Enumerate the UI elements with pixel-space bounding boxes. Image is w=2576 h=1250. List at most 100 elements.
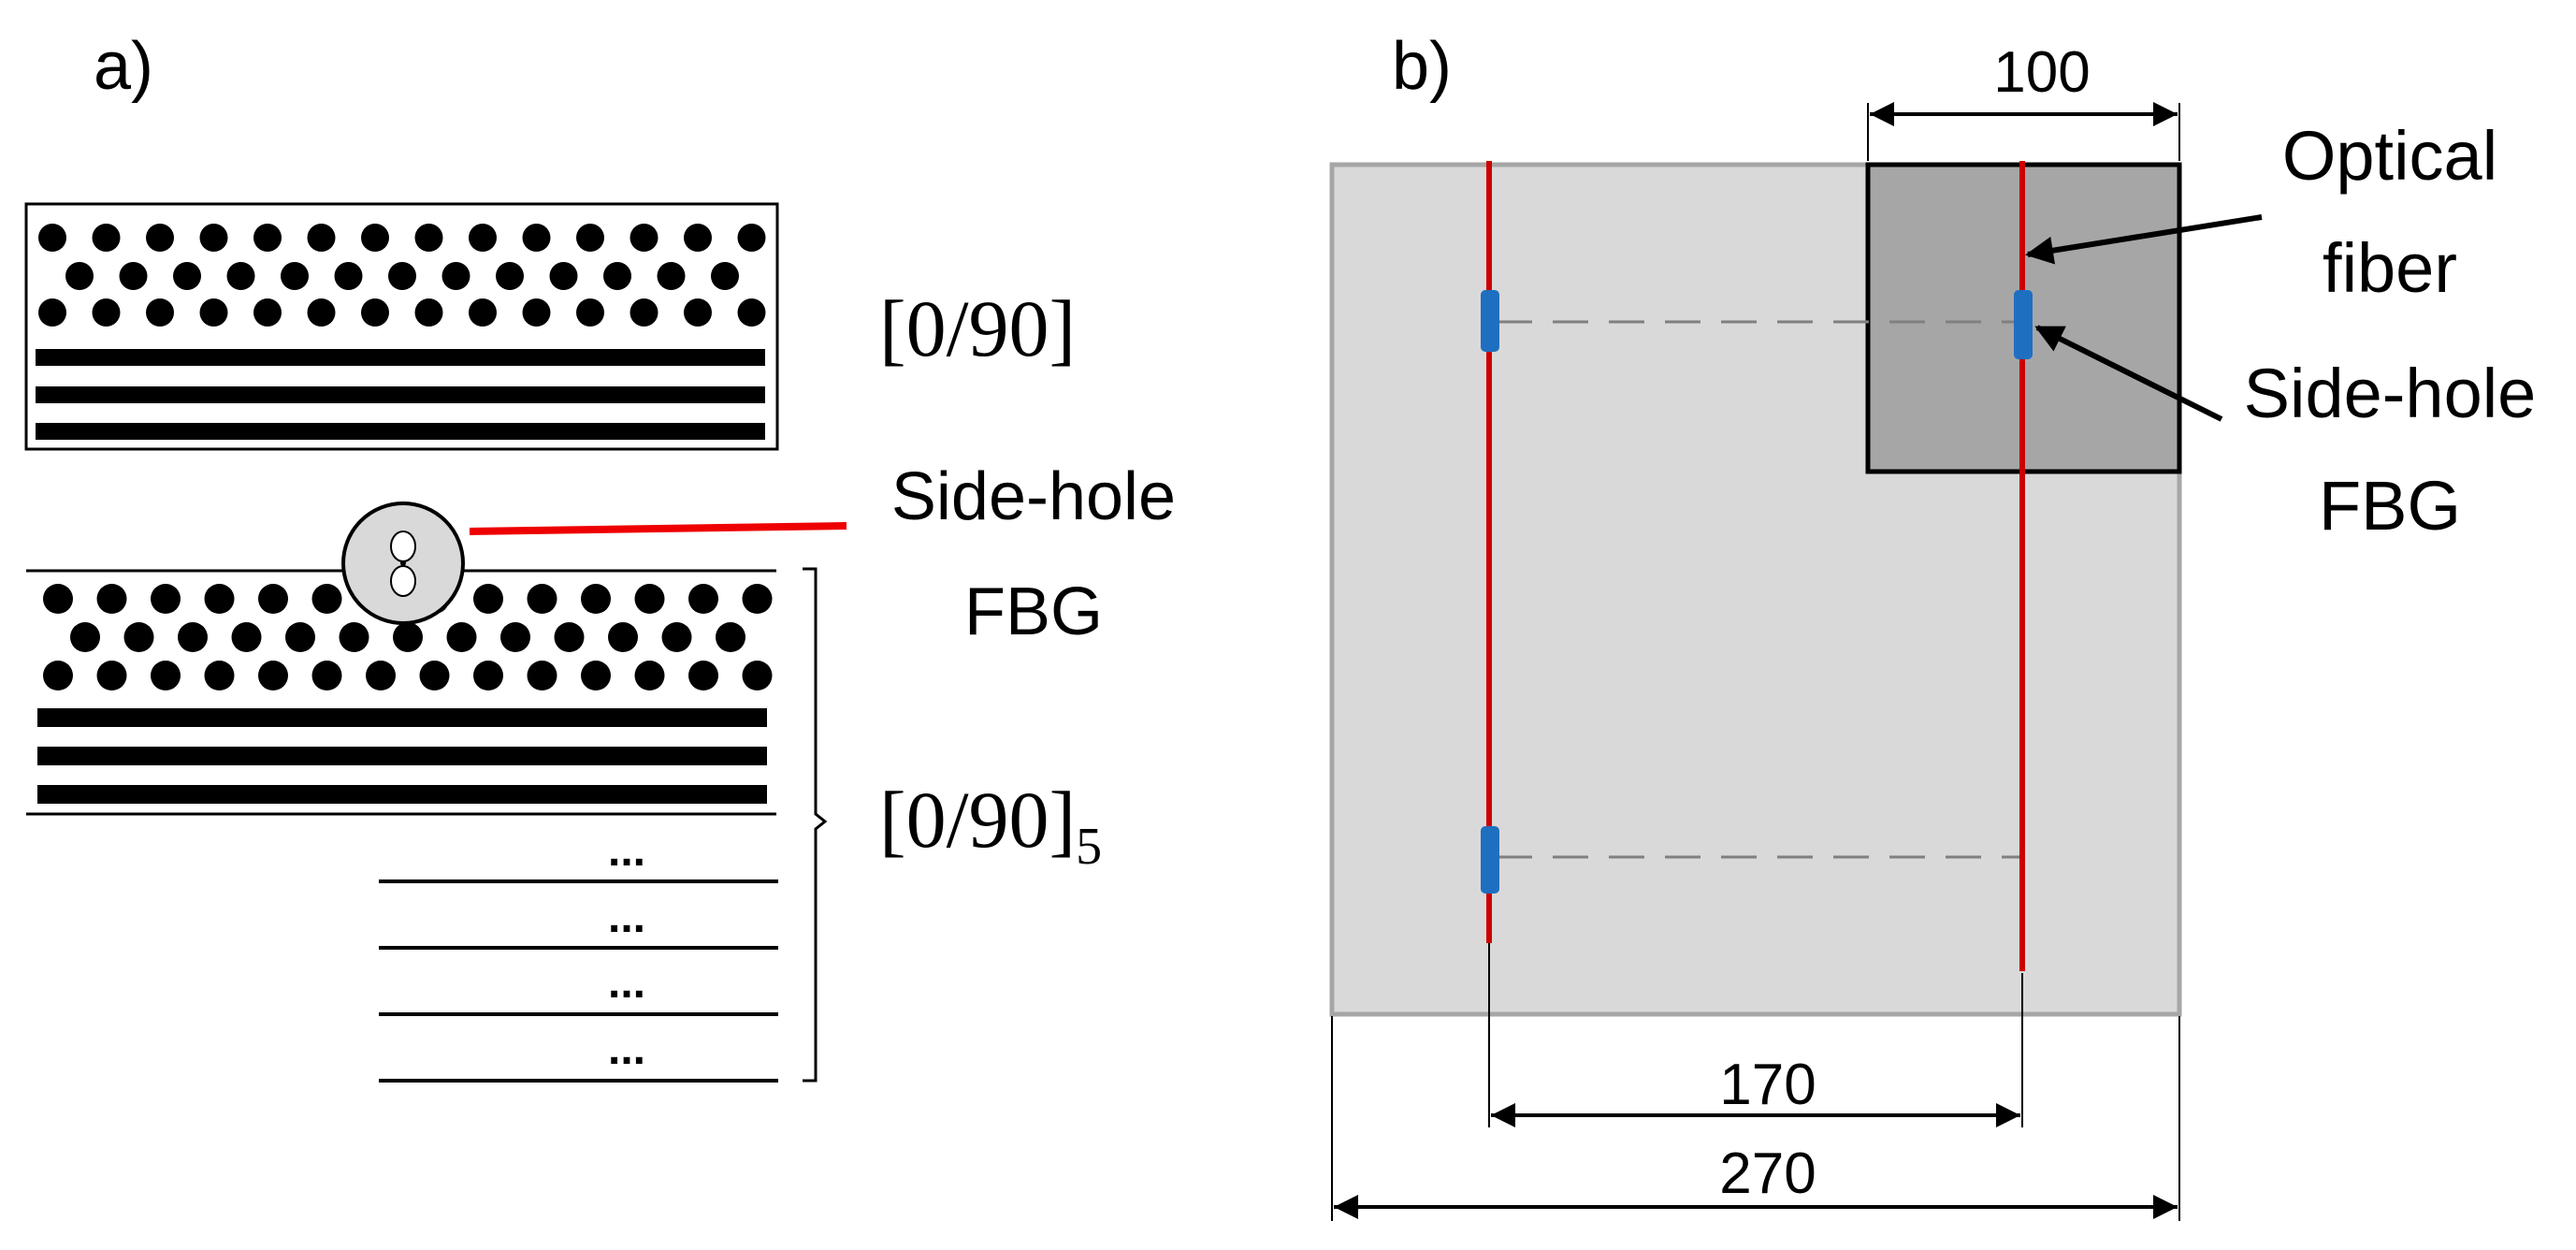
fiber-dot <box>419 661 450 690</box>
fiber-dot <box>688 584 718 614</box>
fbg-sensor-left-upper <box>1481 290 1499 352</box>
fiber-dot <box>742 584 773 614</box>
top-laminate-fibers-0deg <box>38 224 766 327</box>
dim-100-label: 100 <box>1993 40 2090 105</box>
fiber-dot <box>178 622 208 652</box>
fiber-dot <box>307 224 336 252</box>
fiber-dot <box>527 584 557 614</box>
top-laminate-fiber-90deg <box>36 423 765 440</box>
repeated-plies: ... ... ... ... <box>379 826 778 1083</box>
fiber-dot <box>311 661 342 690</box>
fiber-dot <box>334 262 363 290</box>
fiber-dot <box>151 661 181 690</box>
fiber-dot <box>204 661 235 690</box>
fiber-dot <box>446 622 477 652</box>
fiber-dot <box>258 661 288 690</box>
ply-ellipsis: ... <box>608 958 645 1008</box>
fiber-dot <box>38 298 66 327</box>
fiber-dot <box>199 298 228 327</box>
fiber-dot <box>96 584 127 614</box>
panel-a: a) [0/90] ... ... ... ... [0/90]5 <box>24 29 1176 1083</box>
optical-fiber-label-line2: fiber <box>2323 229 2457 307</box>
fiber-dot <box>281 262 309 290</box>
fiber-dot <box>473 584 503 614</box>
fbg-label-line2: FBG <box>964 574 1103 649</box>
fbg-callout-line1: Side-hole <box>2244 355 2537 432</box>
fiber-dot <box>500 622 530 652</box>
fiber-dot <box>711 262 739 290</box>
fiber-dot <box>307 298 336 327</box>
ply-ellipsis: ... <box>608 826 645 876</box>
fiber-dot <box>522 224 551 252</box>
fiber-dot <box>414 298 443 327</box>
fiber-dot <box>146 224 174 252</box>
fiber-dot <box>549 262 578 290</box>
fiber-dot <box>657 262 686 290</box>
fiber-dot <box>388 262 416 290</box>
fiber-dot <box>684 298 712 327</box>
top-laminate-frame <box>24 202 779 451</box>
bottom-laminate-fiber-90deg <box>37 747 767 765</box>
fiber-dot <box>253 224 282 252</box>
fiber-dot <box>393 622 423 652</box>
fiber-dot <box>146 298 174 327</box>
fiber-dot <box>366 661 396 690</box>
fiber-dot <box>716 622 745 652</box>
fiber-dot <box>361 224 389 252</box>
dim-170-label: 170 <box>1719 1053 1816 1117</box>
fiber-dot <box>119 262 148 290</box>
fiber-dot <box>742 661 773 690</box>
fiber-dot <box>173 262 201 290</box>
fiber-dot <box>151 584 181 614</box>
fiber-dot <box>339 622 369 652</box>
fiber-dot <box>92 298 121 327</box>
fiber-dot <box>496 262 524 290</box>
side-hole-fbg-cross-section <box>341 501 465 625</box>
fiber-dot <box>361 298 389 327</box>
fiber-dot <box>469 298 497 327</box>
fiber-dot <box>70 622 100 652</box>
panel-b: b) 100 170 270 Optical fiber Sid <box>1329 29 2537 1221</box>
fiber-dot <box>684 224 712 252</box>
fiber-dot <box>473 661 503 690</box>
fiber-dot <box>253 298 282 327</box>
fiber-dot <box>92 224 121 252</box>
fiber-dot <box>630 224 658 252</box>
fiber-dot <box>65 262 94 290</box>
fbg-callout-arrow <box>2034 325 2223 422</box>
fbg-callout-line2: FBG <box>2319 467 2461 545</box>
bottom-laminate-label: [0/90]5 <box>879 775 1102 876</box>
fiber-dot <box>43 661 73 690</box>
fiber-dot <box>630 298 658 327</box>
fiber-dot <box>608 622 638 652</box>
fiber-dot <box>311 584 342 614</box>
fiber-dot <box>258 584 288 614</box>
fiber-dot <box>634 661 665 690</box>
fiber-dot <box>554 622 585 652</box>
fiber-dot <box>43 584 73 614</box>
top-laminate-label: [0/90] <box>879 283 1076 373</box>
panel-a-label: a) <box>94 29 153 104</box>
fiber-dot <box>469 224 497 252</box>
fiber-dot <box>634 584 665 614</box>
fiber-dot <box>603 262 631 290</box>
dim-270-label: 270 <box>1719 1141 1816 1206</box>
fbg-label-line1: Side-hole <box>891 459 1176 534</box>
bottom-laminate-fiber-90deg <box>37 708 767 727</box>
fiber-dot <box>226 262 255 290</box>
fiber-dot <box>96 661 127 690</box>
fiber-dot <box>285 622 315 652</box>
top-laminate-fiber-90deg <box>36 349 765 366</box>
ply-ellipsis: ... <box>608 1025 645 1074</box>
fiber-dot <box>199 224 228 252</box>
fiber-dot <box>441 262 470 290</box>
top-laminate-fiber-90deg <box>36 386 765 403</box>
fiber-dot <box>123 622 154 652</box>
fiber-dot <box>527 661 557 690</box>
bottom-laminate-fiber-90deg <box>37 785 767 804</box>
fiber-dot <box>688 661 718 690</box>
fiber-dot <box>522 298 551 327</box>
laminate-bracket <box>803 567 828 1083</box>
fiber-dot <box>737 298 766 327</box>
